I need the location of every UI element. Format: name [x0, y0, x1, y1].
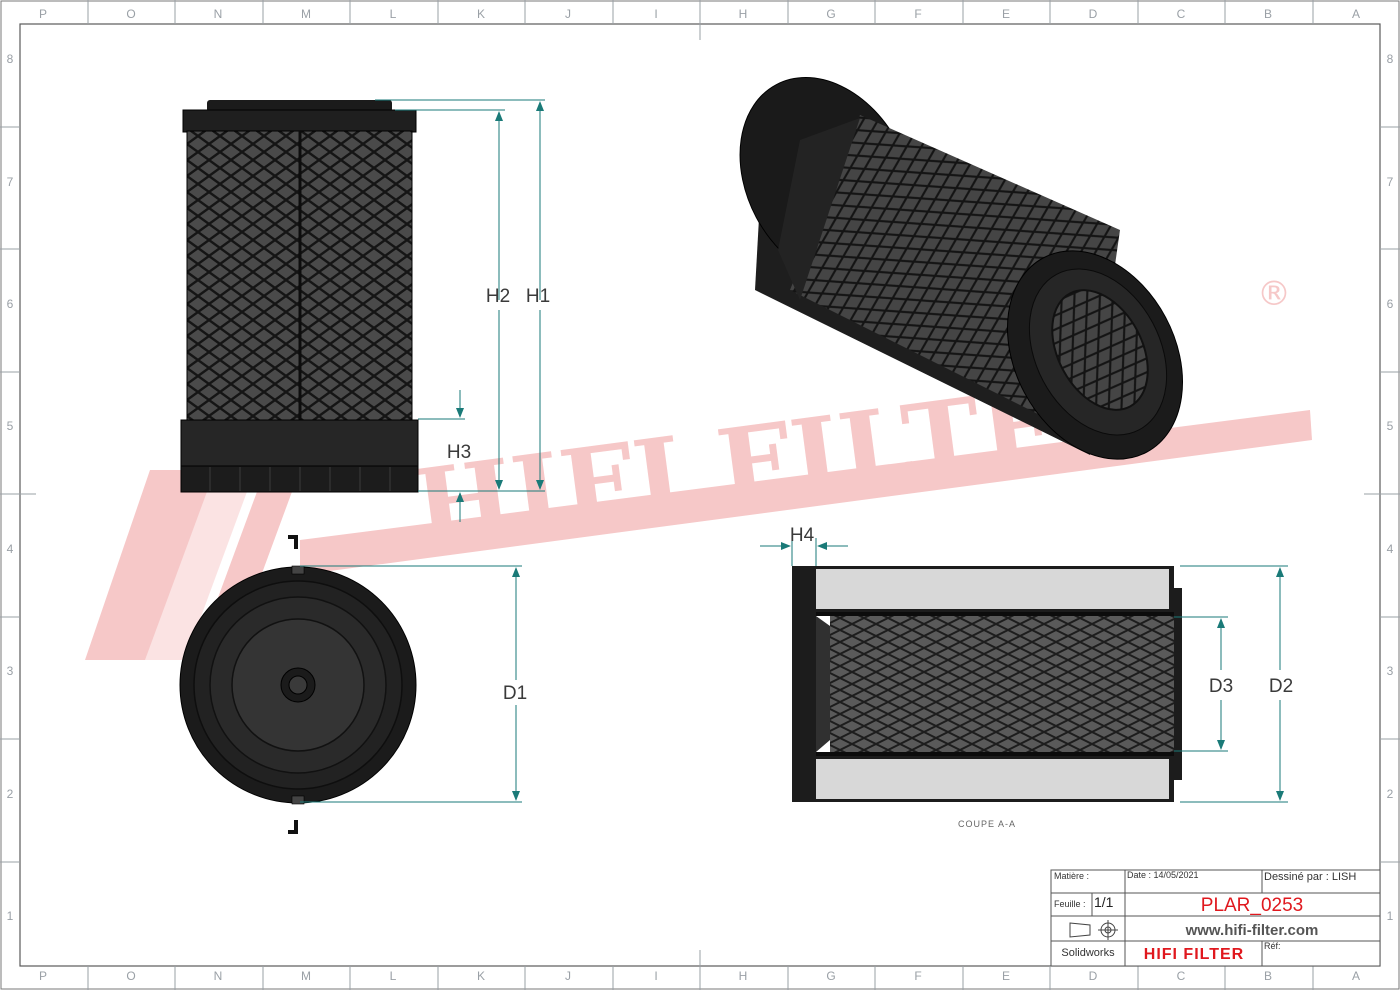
website-text: www.hifi-filter.com — [1185, 922, 1319, 939]
zone-row-label: 4 — [7, 542, 14, 556]
zone-col-label: P — [39, 969, 47, 983]
zone-col-label: I — [654, 969, 657, 983]
registered-mark: ® — [1257, 274, 1291, 314]
zone-col-label: I — [654, 7, 657, 21]
zone-col-label: B — [1264, 969, 1272, 983]
matiere-label: Matière : — [1054, 871, 1089, 881]
front-view-dimensions — [375, 99, 545, 522]
zone-col-label: D — [1089, 7, 1098, 21]
section-view-dimensions — [760, 538, 1288, 803]
zone-col-label: B — [1264, 7, 1272, 21]
zone-col-label: F — [914, 969, 921, 983]
zone-row-label: 7 — [1387, 175, 1394, 189]
zone-row-label: 2 — [7, 787, 14, 801]
zone-row-label: 2 — [1387, 787, 1394, 801]
software-label: Solidworks — [1061, 947, 1115, 959]
top-view-dimensions — [300, 565, 522, 803]
zone-col-label: H — [739, 969, 748, 983]
zone-column-labels-bottom: P O N M L K J I H G F E D C B A — [39, 969, 1360, 983]
zone-row-label: 6 — [7, 297, 14, 311]
dessine-label: Dessiné par : LISH — [1264, 871, 1356, 883]
zone-col-label: K — [477, 969, 485, 983]
zone-col-label: A — [1352, 969, 1360, 983]
zone-col-label: L — [390, 969, 397, 983]
zone-col-label: H — [739, 7, 748, 21]
section-markers — [288, 535, 298, 834]
top-view — [179, 565, 417, 805]
zone-row-label: 7 — [7, 175, 14, 189]
zone-col-label: O — [126, 969, 135, 983]
part-code: PLAR_0253 — [1201, 895, 1303, 916]
dimension-h1-label: H1 — [526, 286, 550, 307]
zone-row-label: 5 — [1387, 419, 1394, 433]
zone-col-label: F — [914, 7, 921, 21]
zone-row-label: 4 — [1387, 542, 1394, 556]
zone-col-label: E — [1002, 7, 1010, 21]
zone-col-label: C — [1177, 969, 1186, 983]
zone-col-label: G — [826, 969, 835, 983]
zone-row-label: 1 — [1387, 909, 1394, 923]
zone-column-labels-top: P O N M L K J I H G F E D C B A — [39, 7, 1360, 21]
zone-row-label: 5 — [7, 419, 14, 433]
ref-label: Réf: — [1264, 941, 1281, 951]
zone-col-label: P — [39, 7, 47, 21]
zone-col-label: N — [214, 7, 223, 21]
dimension-h3-label: H3 — [447, 442, 471, 463]
dimension-h4-label: H4 — [790, 525, 815, 546]
zone-row-label: 3 — [1387, 664, 1394, 678]
zone-col-label: L — [390, 7, 397, 21]
projection-symbol-icon — [1069, 920, 1118, 940]
zone-row-label: 8 — [7, 52, 14, 66]
zone-col-label: D — [1089, 969, 1098, 983]
zone-col-label: O — [126, 7, 135, 21]
zone-col-label: C — [1177, 7, 1186, 21]
zone-row-labels-right: 8 7 6 5 4 3 2 1 — [1387, 52, 1394, 923]
brand-text: HIFI FILTER — [1144, 946, 1244, 963]
dimension-d3-label: D3 — [1209, 676, 1233, 697]
title-block — [1050, 869, 1381, 967]
section-caption: COUPE A-A — [958, 819, 1016, 829]
zone-row-label: 3 — [7, 664, 14, 678]
date-label: Date : 14/05/2021 — [1127, 870, 1199, 880]
zone-row-label: 1 — [7, 909, 14, 923]
zone-row-label: 6 — [1387, 297, 1394, 311]
dimension-d1-label: D1 — [503, 683, 527, 704]
section-view — [792, 566, 1182, 802]
feuille-value: 1/1 — [1094, 894, 1114, 910]
zone-col-label: J — [565, 7, 571, 21]
zone-col-label: J — [565, 969, 571, 983]
zone-col-label: G — [826, 7, 835, 21]
zone-col-label: N — [214, 969, 223, 983]
feuille-label: Feuille : — [1054, 899, 1086, 909]
zone-row-labels-left: 8 7 6 5 4 3 2 1 — [7, 52, 14, 923]
zone-col-label: A — [1352, 7, 1360, 21]
isometric-view — [739, 77, 1184, 460]
zone-col-label: M — [301, 969, 311, 983]
zone-row-label: 8 — [1387, 52, 1394, 66]
front-view — [180, 100, 419, 493]
dimension-h2-label: H2 — [486, 286, 510, 307]
dimension-d2-label: D2 — [1269, 676, 1293, 697]
zone-col-label: M — [301, 7, 311, 21]
zone-col-label: K — [477, 7, 485, 21]
zone-col-label: E — [1002, 969, 1010, 983]
